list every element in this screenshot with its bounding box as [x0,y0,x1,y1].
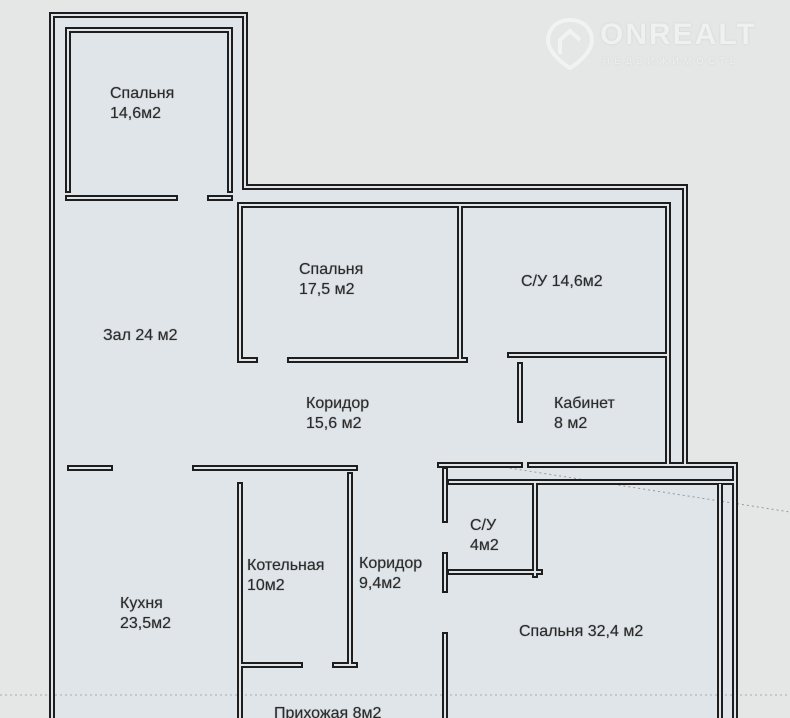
room-label-bathroom-1: С/У 14,6м2 [521,273,603,290]
room-label-living-room: Зал 24 м2 [103,327,178,344]
wall-inner-line [439,354,686,466]
wall-inner-line [239,474,356,718]
watermark-brand: ONREALT [600,18,757,51]
wall-inner-line [239,204,669,361]
walls [49,12,738,718]
wall-inner-line [239,204,466,361]
logo-pin-house-icon [545,18,595,70]
dotted-guide-line [489,464,790,513]
wall-inner-line [67,29,231,191]
watermark-subtitle: НЕДВИЖИМОСТЬ [603,56,741,66]
room-label-bedroom-3: Спальня 32,4 м2 [519,623,644,640]
floor-area [52,15,735,718]
wall-inner-line [51,14,736,718]
room-label-hallway: Прихожая 8м2 [274,705,382,718]
wall-inner-line [534,481,736,718]
